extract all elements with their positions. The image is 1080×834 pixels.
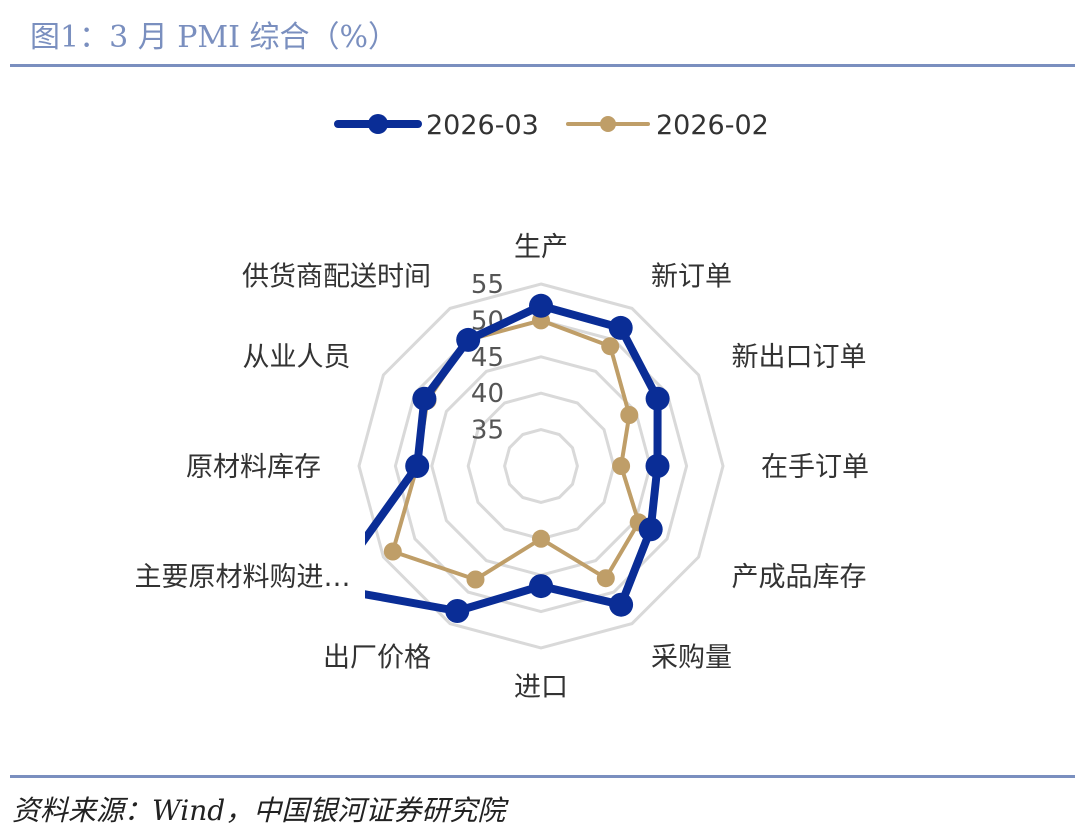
data-point-在手订单	[645, 454, 670, 478]
data-point-采购量	[596, 569, 615, 588]
legend: 2026-03 2026-02	[334, 110, 769, 141]
axis-label: 从业人员	[243, 342, 351, 373]
source-note: 资料来源：Wind，中国银河证券研究院	[12, 794, 506, 827]
tick-label: 55	[471, 270, 504, 300]
legend-label: 2026-03	[426, 110, 539, 141]
axis-label: 原材料库存	[186, 452, 321, 483]
axis-label: 出厂价格	[323, 643, 431, 674]
data-point-采购量	[609, 592, 634, 617]
data-point-供货商配送时间	[456, 327, 481, 352]
data-point-主要原材料购进…	[383, 542, 402, 561]
axis-label: 采购量	[651, 643, 732, 674]
legend-marker	[600, 116, 616, 132]
data-point-出厂价格	[466, 570, 485, 589]
data-point-从业人员	[412, 386, 437, 411]
legend-marker	[368, 114, 388, 134]
axis-label: 产成品库存	[732, 562, 867, 593]
grid-ring	[503, 428, 579, 504]
axis-label: 进口	[514, 672, 568, 703]
data-point-新订单	[601, 337, 620, 356]
data-point-进口	[529, 574, 553, 599]
grid-ring	[357, 282, 725, 650]
data-point-新订单	[608, 315, 633, 340]
tick-label: 35	[471, 416, 504, 446]
source-divider	[10, 775, 1075, 778]
data-point-产成品库存	[638, 517, 663, 542]
title-divider	[10, 64, 1075, 67]
legend-item-2026-02: 2026-02	[566, 110, 769, 141]
data-point-原材料库存	[405, 454, 430, 478]
data-point-在手订单	[612, 457, 631, 475]
series-2026-03	[365, 293, 670, 623]
axis-label: 生产	[514, 232, 568, 263]
axis-label: 新订单	[651, 262, 732, 293]
chart-title: 图1：3 月 PMI 综合（%）	[30, 20, 399, 55]
data-point-新出口订单	[620, 406, 639, 424]
radar-series	[365, 293, 670, 623]
data-point-进口	[532, 529, 550, 548]
axis-label: 供货商配送时间	[242, 262, 431, 293]
data-point-出厂价格	[445, 599, 470, 623]
legend-label: 2026-02	[656, 110, 769, 141]
tick-label: 40	[471, 379, 504, 409]
axis-label: 主要原材料购进…	[135, 562, 351, 593]
legend-item-2026-03: 2026-03	[334, 110, 539, 141]
series-line	[390, 318, 641, 582]
axis-label: 在手订单	[761, 452, 869, 483]
data-point-新出口订单	[645, 386, 670, 411]
series-2026-02	[383, 311, 648, 589]
axis-label: 新出口订单	[732, 342, 867, 373]
data-point-生产	[529, 293, 553, 318]
